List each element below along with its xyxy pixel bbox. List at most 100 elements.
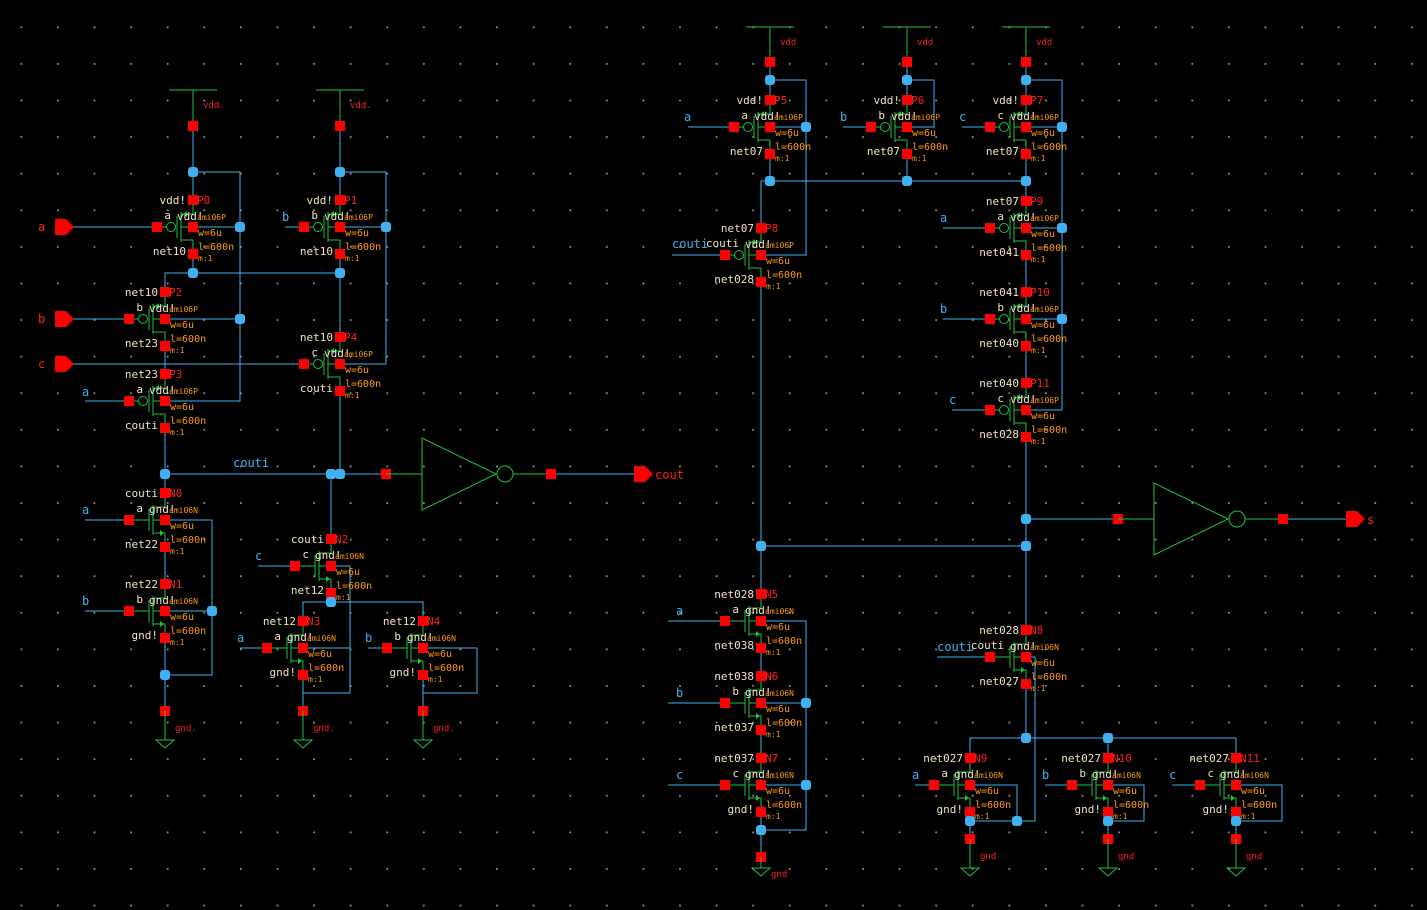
wire[interactable] [164, 272, 340, 292]
pin-square[interactable] [756, 616, 766, 626]
pin-square[interactable] [124, 515, 134, 525]
pin-square[interactable] [335, 195, 345, 205]
pin-square[interactable] [160, 341, 170, 351]
pin-square[interactable] [160, 314, 170, 324]
pin-square[interactable] [335, 359, 345, 369]
pin-square[interactable] [756, 643, 766, 653]
pin-square[interactable] [729, 122, 739, 132]
pin-square[interactable] [418, 670, 428, 680]
wire[interactable] [970, 784, 1018, 822]
pin-square[interactable] [902, 95, 912, 105]
pin-square[interactable] [965, 753, 975, 763]
pin-square[interactable] [160, 515, 170, 525]
pin-square[interactable] [756, 807, 766, 817]
pin-square[interactable] [756, 223, 766, 233]
wire[interactable] [423, 647, 478, 694]
pin-square[interactable] [1021, 223, 1031, 233]
wire[interactable] [165, 519, 213, 676]
pin-square[interactable] [985, 223, 995, 233]
pin-square[interactable] [160, 287, 170, 297]
pin-square[interactable] [160, 633, 170, 643]
pin-square[interactable] [1231, 780, 1241, 790]
pin-square[interactable] [124, 314, 134, 324]
wire[interactable] [1108, 784, 1145, 822]
pin-square[interactable] [756, 277, 766, 287]
input-pin-c[interactable] [55, 356, 74, 372]
pin-square[interactable] [1021, 95, 1031, 105]
pin-square[interactable] [188, 249, 198, 259]
wire[interactable] [1026, 79, 1063, 411]
pin-square[interactable] [124, 606, 134, 616]
pin-square[interactable] [756, 250, 766, 260]
pin-square[interactable] [298, 643, 308, 653]
pin-square[interactable] [188, 121, 198, 131]
pin-square[interactable] [965, 807, 975, 817]
pin-square[interactable] [902, 122, 912, 132]
pin-square[interactable] [1021, 57, 1031, 67]
pin-square[interactable] [756, 589, 766, 599]
pin-square[interactable] [160, 579, 170, 589]
pin-square[interactable] [290, 561, 300, 571]
pin-square[interactable] [298, 616, 308, 626]
pin-square[interactable] [382, 643, 392, 653]
pin-square[interactable] [152, 222, 162, 232]
pin-square[interactable] [720, 780, 730, 790]
pin-square[interactable] [756, 753, 766, 763]
pin-square[interactable] [902, 57, 912, 67]
pin-square[interactable] [1067, 780, 1077, 790]
pin-square[interactable] [1195, 780, 1205, 790]
pin-square[interactable] [546, 469, 556, 479]
pin-square[interactable] [902, 149, 912, 159]
pin-square[interactable] [418, 643, 428, 653]
pin-square[interactable] [418, 616, 428, 626]
output-pin-s[interactable] [1346, 511, 1365, 527]
pin-square[interactable] [335, 386, 345, 396]
pin-square[interactable] [160, 396, 170, 406]
wire[interactable] [340, 171, 387, 365]
wire[interactable] [761, 79, 807, 256]
pin-square[interactable] [299, 359, 309, 369]
pin-square[interactable] [1021, 314, 1031, 324]
pin-square[interactable] [1021, 625, 1031, 635]
pin-square[interactable] [1103, 807, 1113, 817]
pin-square[interactable] [756, 780, 766, 790]
pin-square[interactable] [1021, 405, 1031, 415]
pin-square[interactable] [985, 652, 995, 662]
pin-square[interactable] [1021, 196, 1031, 206]
pin-square[interactable] [160, 542, 170, 552]
pin-square[interactable] [335, 249, 345, 259]
pin-square[interactable] [335, 332, 345, 342]
pin-square[interactable] [756, 698, 766, 708]
pin-square[interactable] [985, 314, 995, 324]
pin-square[interactable] [929, 780, 939, 790]
pin-square[interactable] [1103, 753, 1113, 763]
wire[interactable] [165, 171, 241, 402]
pin-square[interactable] [1103, 780, 1113, 790]
pin-square[interactable] [866, 122, 876, 132]
pin-square[interactable] [160, 606, 170, 616]
pin-square[interactable] [326, 588, 336, 598]
pin-square[interactable] [188, 222, 198, 232]
pin-square[interactable] [262, 643, 272, 653]
pin-square[interactable] [160, 423, 170, 433]
pin-square[interactable] [124, 396, 134, 406]
pin-square[interactable] [720, 698, 730, 708]
